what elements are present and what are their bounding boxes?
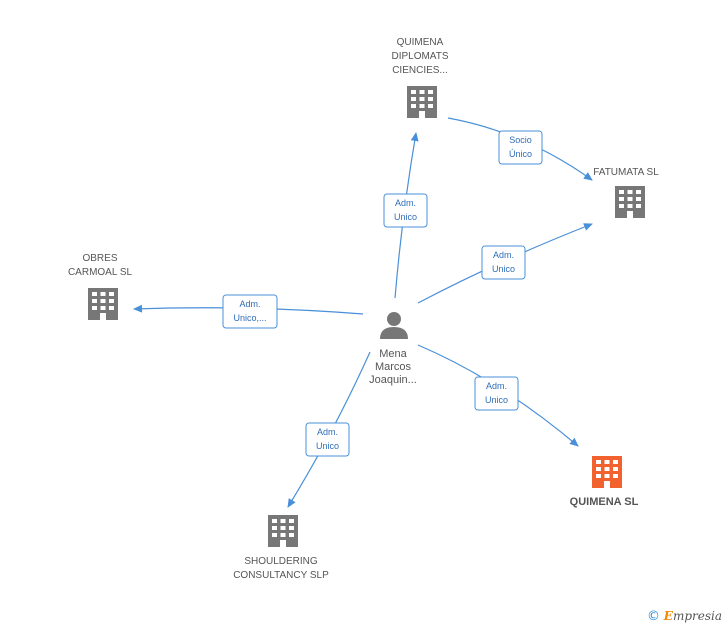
- building-icon[interactable]: [407, 86, 437, 118]
- relation-box-person-to-quimena-diplomats[interactable]: Adm.Unico: [383, 193, 428, 228]
- building-icon[interactable]: [615, 186, 645, 218]
- node-label-quimena-diplomats: QUIMENA DIPLOMATS CIENCIES...: [391, 37, 449, 76]
- node-label-fatumata: FATUMATA SL: [593, 167, 659, 178]
- edges: [133, 117, 593, 508]
- building-icon[interactable]: [592, 456, 622, 488]
- relation-text: Adm.Unico: [492, 250, 515, 274]
- brand-logo: Empresia: [663, 609, 722, 623]
- relation-text: Adm.Unico: [316, 427, 339, 451]
- building-icon[interactable]: [88, 288, 118, 320]
- person-icon[interactable]: [380, 312, 408, 339]
- relation-box-person-to-fatumata[interactable]: Adm.Unico: [481, 245, 526, 280]
- building-icon[interactable]: [268, 515, 298, 547]
- node-label-person: Mena Marcos Joaquin...: [369, 348, 417, 386]
- copyright-mark: © Empresia: [647, 609, 722, 624]
- node-label-obres-carmoal: OBRES CARMOAL SL: [67, 253, 133, 278]
- relation-text: Adm.Unico,...: [233, 299, 266, 323]
- node-label-quimena-sl: QUIMENA SL: [569, 496, 639, 508]
- relation-box-person-to-shouldering[interactable]: Adm.Unico: [305, 422, 350, 457]
- relation-text: Adm.Unico: [394, 198, 417, 222]
- relation-box-person-to-obres-carmoal[interactable]: Adm.Unico,...: [222, 294, 278, 329]
- relation-text: Adm.Unico: [485, 381, 508, 405]
- copyright-icon: ©: [646, 609, 660, 624]
- node-label-shouldering: SHOULDERING CONSULTANCY SLP: [233, 556, 329, 581]
- relation-box-person-to-quimena-sl[interactable]: Adm.Unico: [474, 376, 519, 411]
